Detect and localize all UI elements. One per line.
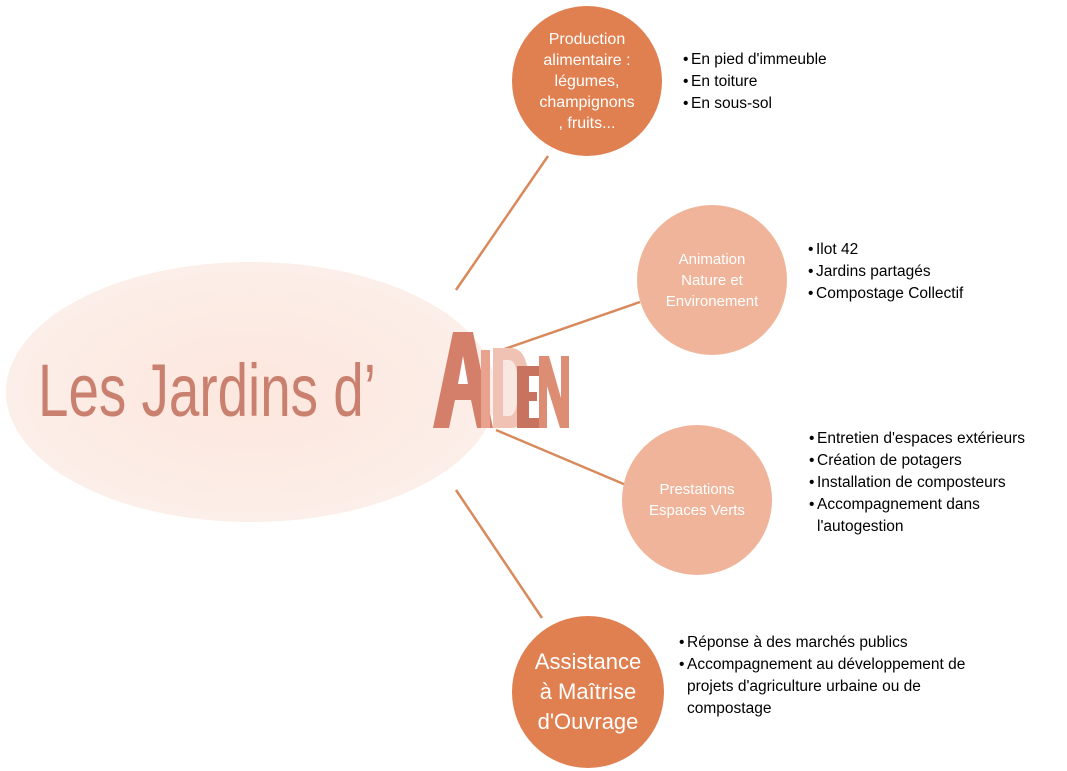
central-ellipse [6, 262, 496, 522]
node-production-label: Production alimentaire : légumes, champi… [539, 30, 635, 132]
connector-4 [454, 489, 544, 619]
list-item: Compostage Collectif [808, 283, 1048, 305]
logo-text: Les Jardins d’ [38, 349, 376, 432]
node-prestations-label: Prestations Espaces Verts [649, 481, 745, 519]
node-prestations: Prestations Espaces Verts [622, 425, 772, 575]
list-item: En sous-sol [683, 93, 923, 115]
list-item: Réponse à des marchés publics [679, 632, 979, 654]
aiden-logo-mark [432, 332, 569, 428]
node-animation-label: Animation Nature et Environement [665, 250, 759, 310]
list-item: Installation de composteurs [809, 472, 1054, 494]
node-animation: Animation Nature et Environement [637, 205, 787, 355]
production-list: En pied d'immeuble En toiture En sous-so… [683, 49, 923, 115]
list-item: Accompagnement dans l'autogestion [809, 494, 1054, 538]
list-item: Création de potagers [809, 450, 1054, 472]
node-production: Production alimentaire : légumes, champi… [512, 6, 662, 156]
node-assistance-label: Assistance à Maîtrise d'Ouvrage [534, 649, 642, 734]
animation-list: Ilot 42 Jardins partagés Compostage Coll… [808, 239, 1048, 305]
list-item: Jardins partagés [808, 261, 1048, 283]
list-item: En toiture [683, 71, 923, 93]
connector-2 [495, 300, 641, 354]
connector-1 [454, 155, 550, 291]
list-item: Ilot 42 [808, 239, 1048, 261]
list-item: En pied d'immeuble [683, 49, 923, 71]
prestations-list: Entretien d'espaces extérieurs Création … [809, 428, 1054, 538]
list-item: Accompagnement au développement de proje… [679, 654, 979, 720]
list-item: Entretien d'espaces extérieurs [809, 428, 1054, 450]
node-assistance: Assistance à Maîtrise d'Ouvrage [512, 616, 664, 768]
assistance-list: Réponse à des marchés publics Accompagne… [679, 632, 979, 720]
aiden-logo: Les Jardins d’ [38, 318, 571, 428]
connector-3 [495, 428, 627, 487]
